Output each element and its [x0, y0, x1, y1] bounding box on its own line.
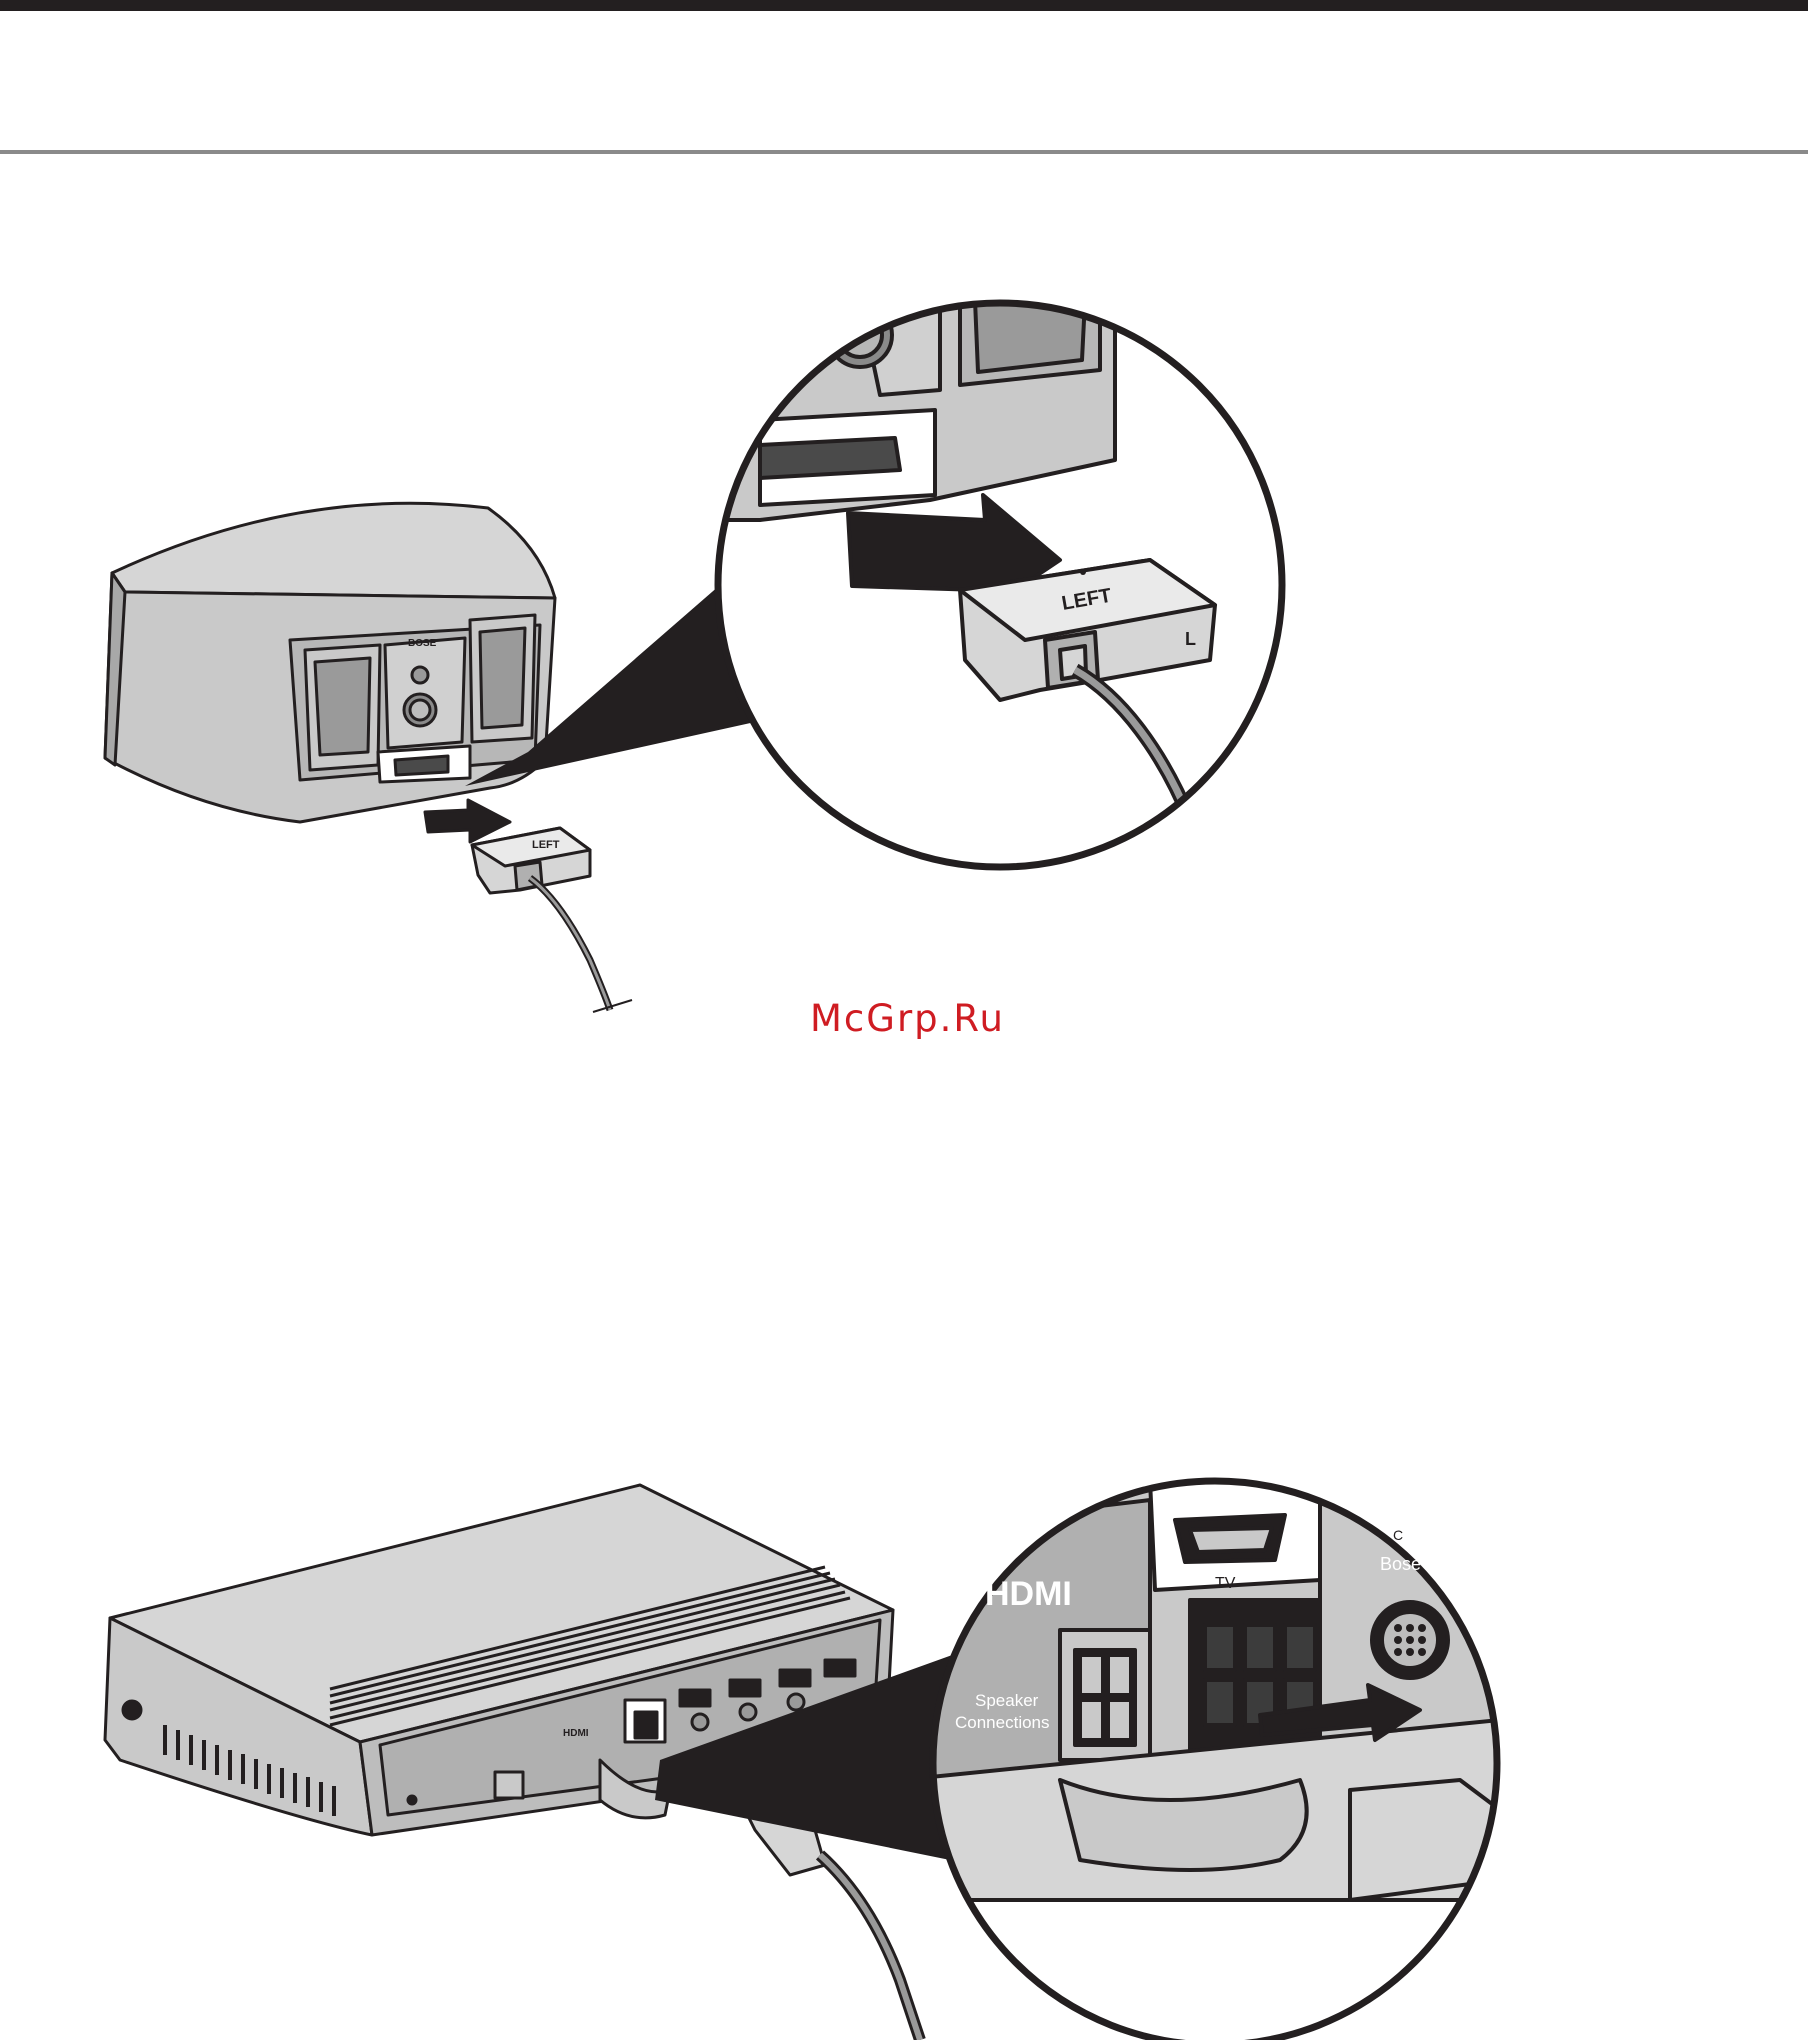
speaker-zoom-plug-marker: L	[1185, 629, 1196, 649]
speaker-magnifier	[700, 280, 1282, 867]
speaker-logo-text: BOSE	[408, 638, 437, 649]
console-magnifier	[900, 1470, 1550, 2040]
speaker-small-plug-label: LEFT	[532, 839, 560, 851]
zoom-speaker-label-line2: Connections	[955, 1713, 1050, 1732]
zoom-speaker-label-line1: Speaker	[975, 1691, 1039, 1710]
zoom-hdmi-label: HDMI	[985, 1575, 1072, 1613]
speaker-plug-small	[425, 800, 632, 1012]
zoom-tv-label: TV	[1215, 1575, 1236, 1592]
watermark-text: McGrp.Ru	[810, 997, 1005, 1040]
zoom-bose-label: Bose	[1380, 1554, 1421, 1574]
zoom-corner-label: C	[1393, 1527, 1403, 1543]
console-hdmi-label: HDMI	[563, 1728, 589, 1739]
